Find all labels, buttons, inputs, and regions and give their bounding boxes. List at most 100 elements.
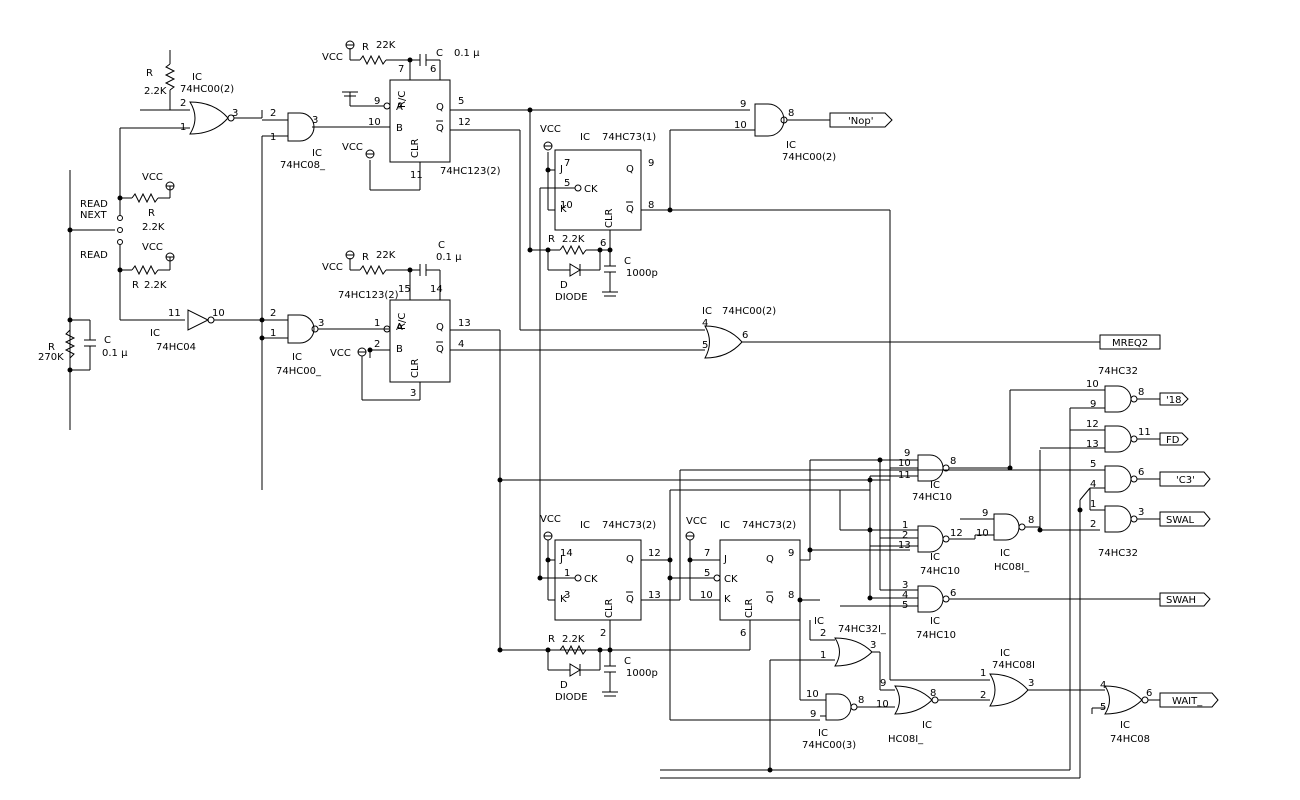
svg-text:10: 10 xyxy=(368,117,381,128)
or-gate-wait: 4 5 6 WAIT_ IC 74HC08 xyxy=(1091,680,1219,745)
c-01u-value: 0.1 μ xyxy=(102,348,128,359)
pin-ck: CK xyxy=(584,184,598,195)
svg-text:14: 14 xyxy=(430,284,443,295)
pin-qb: Q xyxy=(626,594,634,605)
c-01u-c: C xyxy=(104,335,111,346)
oneshot-74hc123-top: A B Q Q R/C CLR 9 10 5 12 11 7 6 VCC xyxy=(322,40,750,191)
diode-label: DIODE xyxy=(555,292,588,303)
pin-k: K xyxy=(560,594,567,605)
r-value: 22K xyxy=(376,250,396,261)
svg-text:10: 10 xyxy=(212,308,225,319)
vcc-label: VCC xyxy=(142,242,163,253)
ic-label: IC xyxy=(930,480,940,491)
svg-text:14: 14 xyxy=(560,548,573,559)
signal-wait: WAIT_ xyxy=(1172,696,1203,707)
oneshot-74hc123-bottom: A B Q Q R/C CLR 1 2 13 4 3 15 14 VCC xyxy=(322,240,705,650)
svg-text:4: 4 xyxy=(458,339,464,350)
svg-text:3: 3 xyxy=(1028,678,1034,689)
svg-text:10: 10 xyxy=(734,120,747,131)
pin-a: A xyxy=(396,322,403,333)
r-label: R xyxy=(132,280,139,291)
svg-text:12: 12 xyxy=(458,117,471,128)
r-value: 2.2K xyxy=(142,222,165,233)
svg-text:3: 3 xyxy=(1138,507,1144,518)
nand3-74hc10-mid: 1 2 13 12 IC 74HC10 xyxy=(839,476,975,577)
ic-part-74hc08b: 74HC08 xyxy=(1110,734,1150,745)
ic-label: IC xyxy=(720,520,730,531)
c-value: 0.1 μ xyxy=(436,252,462,263)
pin-clr: CLR xyxy=(744,598,755,618)
or-gate-74hc32i: 2 1 3 IC 74HC32I_ xyxy=(767,616,895,773)
nand-gate-nop: 9 10 8 IC 74HC00(2) 'Nop' xyxy=(734,99,893,163)
c-label: C xyxy=(624,256,631,267)
svg-text:15: 15 xyxy=(398,284,411,295)
svg-text:2: 2 xyxy=(270,308,276,319)
svg-text:12: 12 xyxy=(950,528,963,539)
ic-label: IC xyxy=(292,352,302,363)
svg-text:5: 5 xyxy=(704,568,710,579)
or-gate-74hc08i: 1 2 3 IC 74HC08I xyxy=(890,648,1105,707)
svg-text:12: 12 xyxy=(1086,419,1099,430)
pin-j: J xyxy=(559,164,563,175)
pin-clr: CLR xyxy=(604,208,615,228)
pin-ck: CK xyxy=(584,574,598,585)
pin-ck: CK xyxy=(724,574,738,585)
r-270k-r: R xyxy=(48,342,55,353)
pin-j: J xyxy=(723,554,727,565)
ic-label: IC xyxy=(1120,720,1130,731)
svg-text:3: 3 xyxy=(318,318,324,329)
ic-part-74hc00-2: 74HC00(2) xyxy=(782,152,836,163)
r-label: R xyxy=(362,42,369,53)
svg-text:11: 11 xyxy=(1138,427,1151,438)
nand-gate-74hc00-3: 10 9 8 IC 74HC00(3) xyxy=(800,689,895,751)
svg-text:6: 6 xyxy=(1138,467,1144,478)
signal-mreq2: MREQ2 xyxy=(1112,338,1148,349)
d-label: D xyxy=(560,680,568,691)
svg-text:8: 8 xyxy=(1028,515,1034,526)
d-label: D xyxy=(560,280,568,291)
nand3-74hc10-swah: 3 4 5 6 IC 74HC10 SWAH xyxy=(840,457,1211,641)
pin-q: Q xyxy=(436,102,444,113)
signal-18: '18 xyxy=(1166,395,1181,406)
vcc-label: VCC xyxy=(686,516,707,527)
svg-text:4: 4 xyxy=(702,318,708,329)
r-value: 2.2K xyxy=(144,86,167,97)
nand3-74hc10-top: 9 10 11 8 IC 74HC10 xyxy=(867,210,1010,680)
r-270k-value: 270K xyxy=(38,352,64,363)
read-next-label-1: READ xyxy=(80,199,108,210)
ic-part-74hc123-2: 74HC123(2) xyxy=(338,290,399,301)
or-gates-74hc32: 74HC32 10 9 8 '18 12 13 11 FD 5 4 6 ' xyxy=(890,366,1211,559)
svg-text:1: 1 xyxy=(1090,499,1096,510)
r-value: 2.2K xyxy=(562,234,585,245)
c-label: C xyxy=(436,48,443,59)
diode-label: DIODE xyxy=(555,692,588,703)
svg-text:12: 12 xyxy=(648,548,661,559)
svg-text:9: 9 xyxy=(788,548,794,559)
ic-part-74hc00-2: 74HC00(2) xyxy=(180,84,234,95)
ic-part-74hc32i: 74HC32I_ xyxy=(838,624,887,635)
svg-text:3: 3 xyxy=(232,108,238,119)
ic-part-hc08i: HC08I_ xyxy=(888,734,924,745)
pin-qb: Q xyxy=(436,344,444,355)
svg-text:8: 8 xyxy=(788,108,794,119)
svg-text:1: 1 xyxy=(564,568,570,579)
svg-text:10: 10 xyxy=(876,699,889,710)
svg-text:4: 4 xyxy=(1090,479,1096,490)
r-label: R xyxy=(148,208,155,219)
buffer-74hc04: 11 10 IC 74HC04 xyxy=(150,308,262,353)
svg-text:7: 7 xyxy=(564,158,570,169)
svg-text:8: 8 xyxy=(788,590,794,601)
ic-part-74hc73-2: 74HC73(2) xyxy=(742,520,796,531)
svg-text:2: 2 xyxy=(820,628,826,639)
svg-text:2: 2 xyxy=(902,530,908,541)
c-label: C xyxy=(438,240,445,251)
svg-text:2: 2 xyxy=(374,339,380,350)
svg-text:3: 3 xyxy=(564,590,570,601)
svg-text:8: 8 xyxy=(950,456,956,467)
svg-text:10: 10 xyxy=(700,590,713,601)
ic-label: IC xyxy=(786,140,796,151)
svg-text:13: 13 xyxy=(648,590,661,601)
ic-part-74hc00-3: 74HC00(3) xyxy=(802,740,856,751)
svg-text:4: 4 xyxy=(902,590,908,601)
svg-text:3: 3 xyxy=(902,580,908,591)
